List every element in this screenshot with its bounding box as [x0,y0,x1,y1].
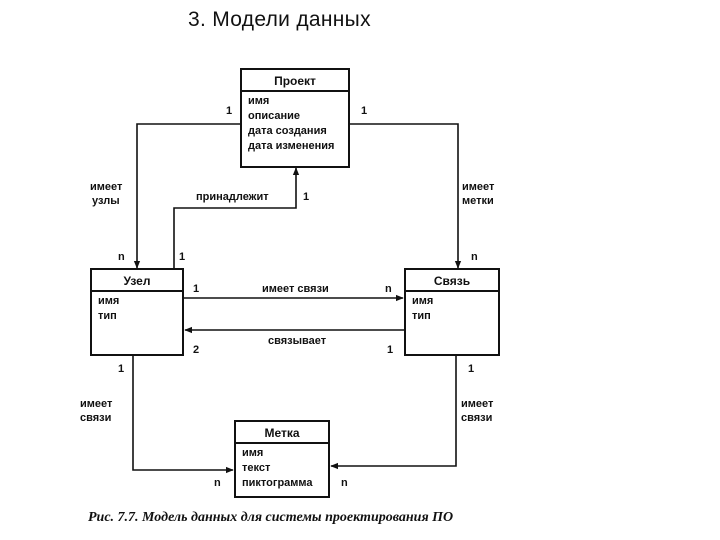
card-connects-to: 2 [193,344,200,356]
rel-has-tags-line1: имеет [462,181,495,193]
attr-type: тип [412,310,431,322]
rel-has-nodes-line1: имеет [90,181,123,193]
attr-text: текст [242,462,271,474]
connector-has-tags [350,123,462,269]
rel-node-tags-line2: связи [80,412,112,424]
connector-belongs [173,167,300,268]
entity-node: Узел имя тип [90,268,184,356]
card-belongs-to: 1 [303,191,310,203]
attr-type: тип [98,310,117,322]
entity-node-name: Узел [92,270,182,292]
attr-description: описание [248,110,301,122]
attr-name: имя [98,295,120,307]
rel-link-tags-line2: связи [461,412,493,424]
attr-modified: дата изменения [248,140,335,152]
entity-project-name: Проект [242,70,348,92]
entity-node-attrs: имя тип [92,292,182,326]
card-node-links-to: n [385,283,392,295]
connector-node-tags [132,356,234,474]
rel-connects-label: связывает [268,335,327,347]
entity-link-attrs: имя тип [406,292,498,326]
attr-name: имя [248,95,270,107]
entity-project: Проект имя описание дата создания дата и… [240,68,350,168]
card-has-tags-from: 1 [361,105,368,117]
entity-tag: Метка имя текст пиктограмма [234,420,330,498]
attr-icon: пиктограмма [242,477,313,489]
rel-has-nodes-line2: узлы [92,195,120,207]
entity-tag-name: Метка [236,422,328,444]
attr-name: имя [412,295,434,307]
card-has-tags-to: n [471,251,478,263]
card-node-links-from: 1 [193,283,200,295]
card-link-tags-from: 1 [468,363,475,375]
card-link-tags-to: n [341,477,348,489]
rel-node-tags-line1: имеет [80,398,113,410]
card-has-nodes-from: 1 [226,105,233,117]
attr-created: дата создания [248,125,327,137]
card-has-nodes-to: n [118,251,125,263]
connector-link-tags [330,356,457,470]
attr-name: имя [242,447,264,459]
card-belongs-from: 1 [179,251,186,263]
card-node-tags-to: n [214,477,221,489]
rel-node-links-label: имеет связи [262,283,329,295]
entity-link: Связь имя тип [404,268,500,356]
rel-link-tags-line1: имеет [461,398,494,410]
slide-title: 3. Модели данных [188,8,371,31]
entity-link-name: Связь [406,270,498,292]
figure-caption: Рис. 7.7. Модель данных для системы прое… [88,510,454,525]
rel-has-tags-line2: метки [462,195,494,207]
entity-tag-attrs: имя текст пиктограмма [236,444,328,493]
entity-project-attrs: имя описание дата создания дата изменени… [242,92,348,156]
rel-belongs-label: принадлежит [196,191,269,203]
connector-has-nodes [133,123,240,269]
card-node-tags-from: 1 [118,363,125,375]
card-connects-from: 1 [387,344,394,356]
